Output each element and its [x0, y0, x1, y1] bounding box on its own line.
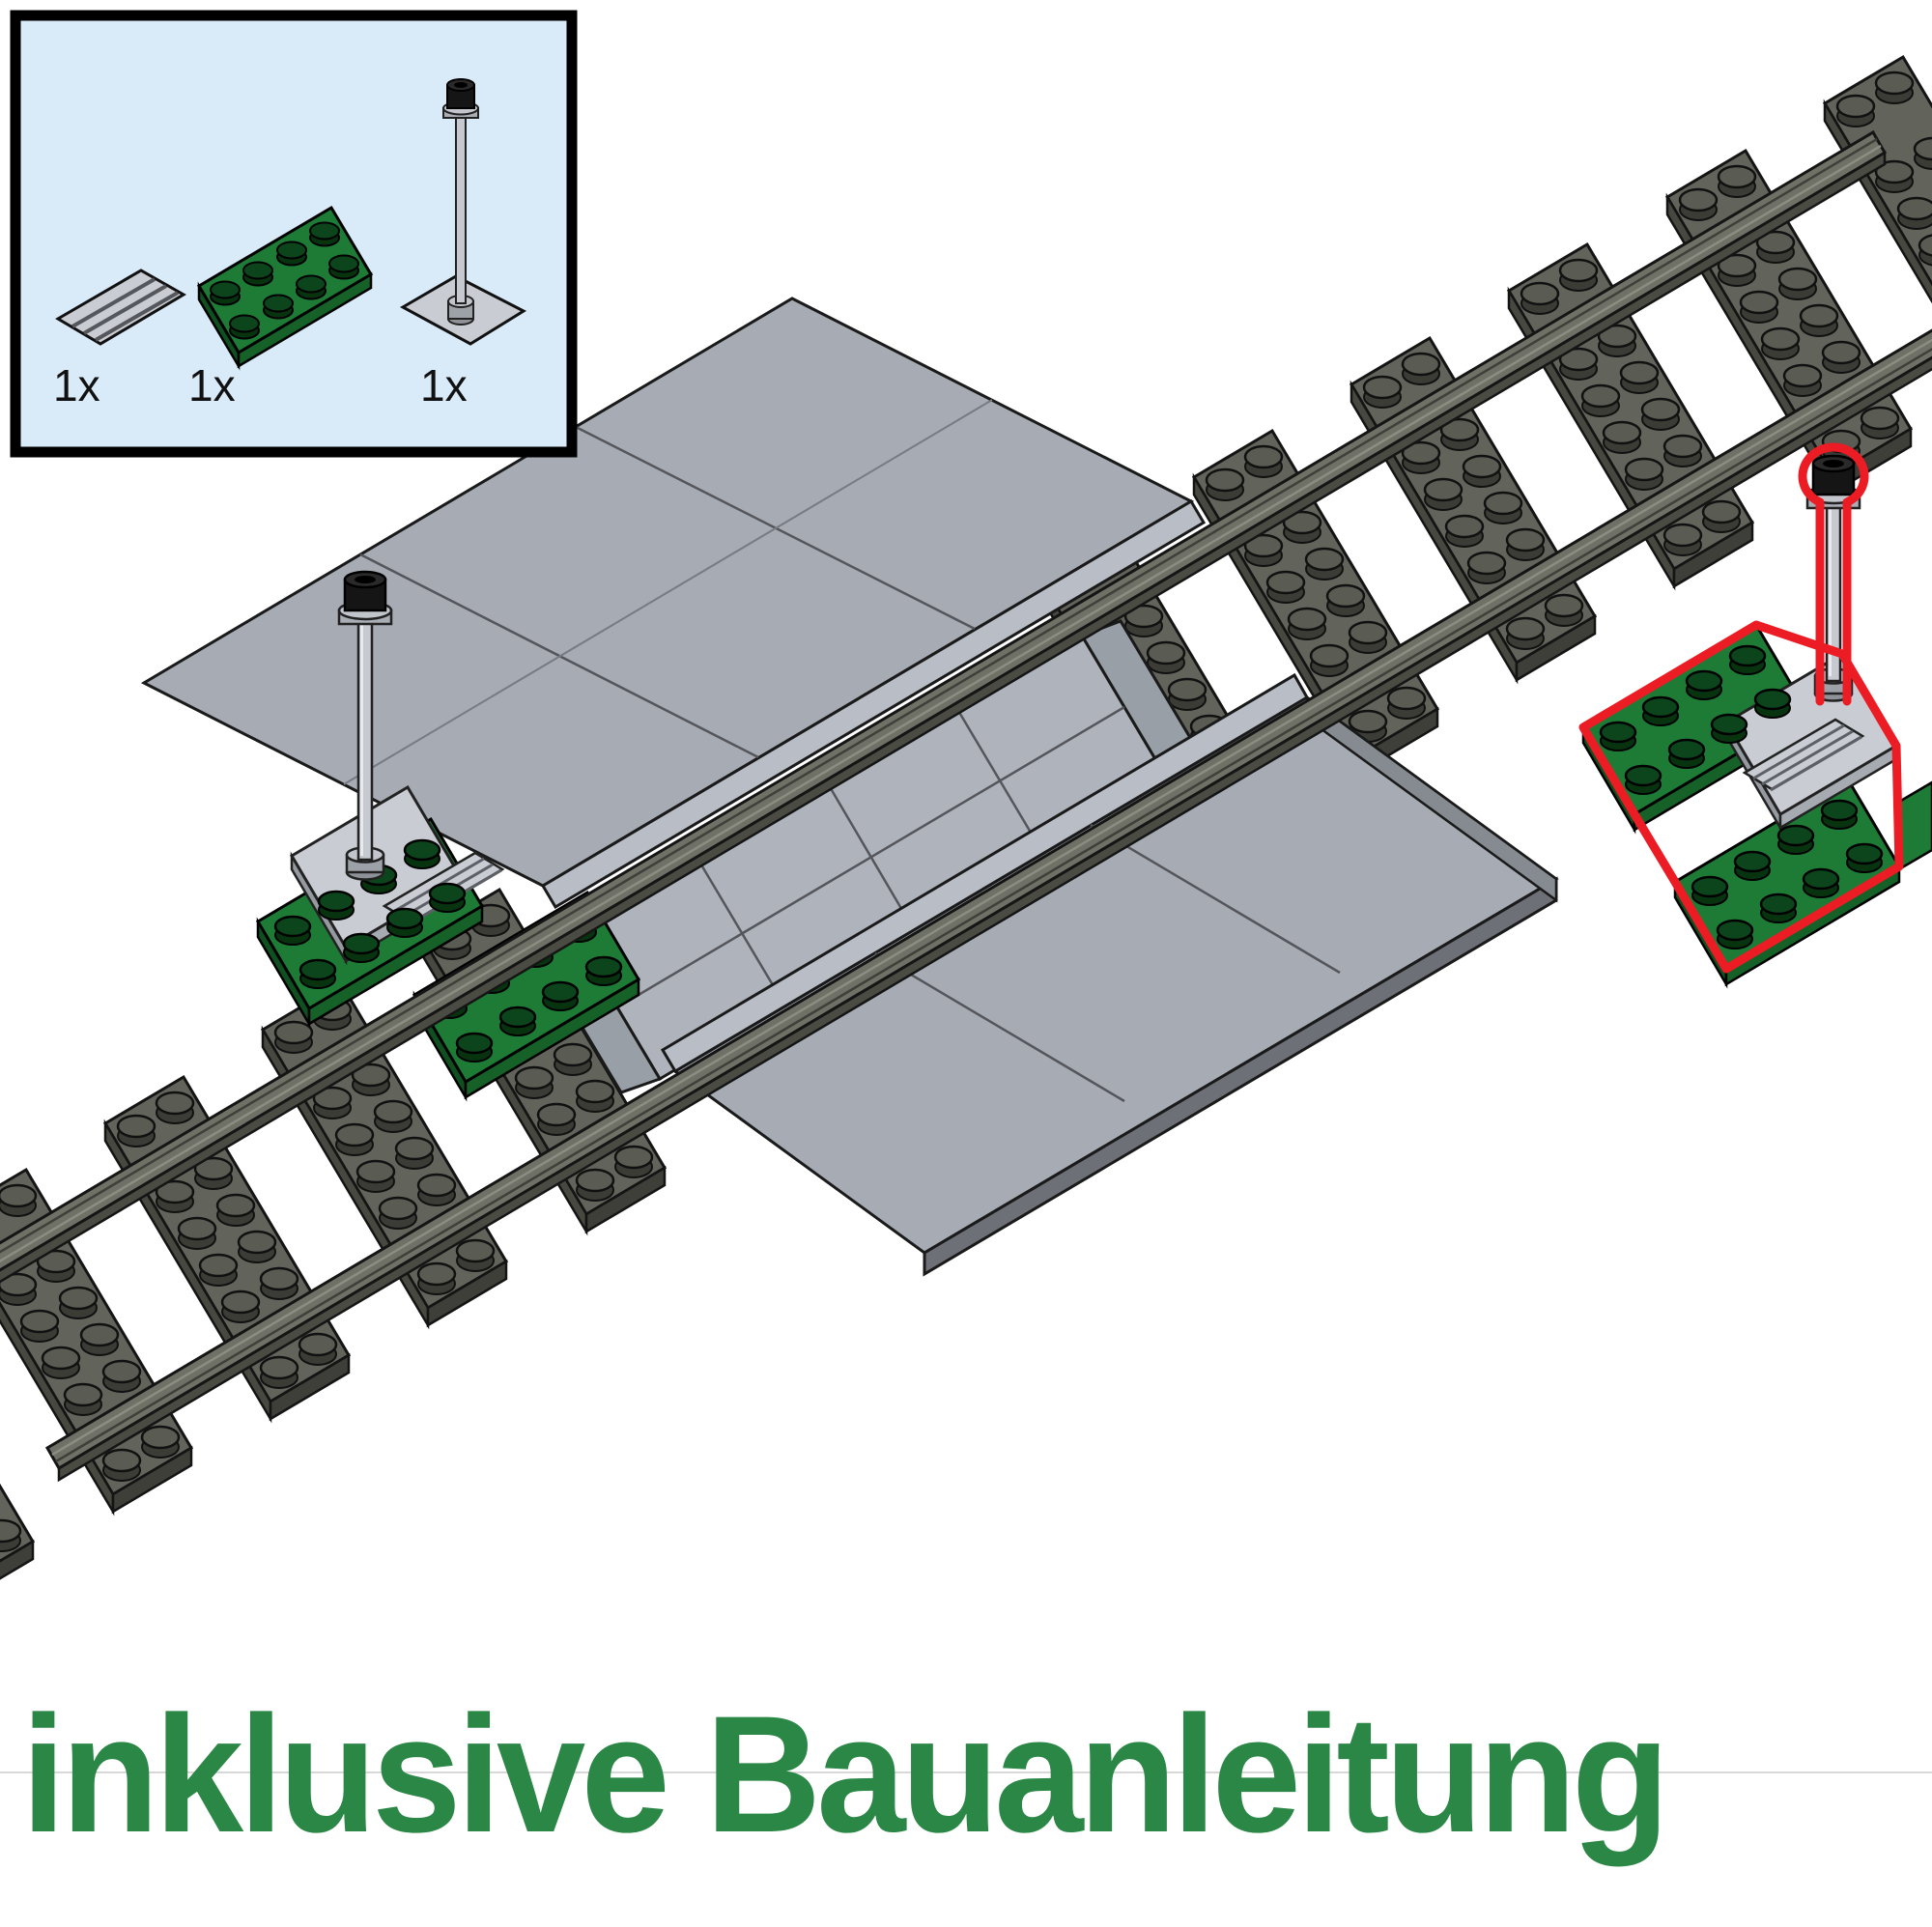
crossing-ramp-upper-left: [140, 297, 1207, 910]
crossing-ramp-lower-right: [660, 672, 1559, 1277]
plate-2x4-green-icon: [196, 205, 374, 371]
part-quantity-pole: 1x: [420, 360, 468, 411]
caption-text: inklusive Bauanleitung: [21, 1682, 1669, 1867]
track-rails: [0, 129, 1932, 1483]
part-quantity-plate: 1x: [188, 360, 236, 411]
right-signal-assembly: [1580, 622, 1932, 989]
part-quantity-grille: 1x: [53, 360, 100, 411]
grille-tile-1x2-icon: [55, 269, 186, 346]
left-signal-pole: [337, 570, 393, 881]
divider-line: [0, 1771, 1932, 1773]
new-parts-highlight: [1578, 442, 1904, 974]
antenna-pole-with-base-icon: [399, 78, 527, 346]
right-green-sliver: [1897, 780, 1932, 872]
right-grille-tile: [1742, 718, 1865, 792]
parts-panel: 1x 1x 1x: [10, 10, 578, 458]
